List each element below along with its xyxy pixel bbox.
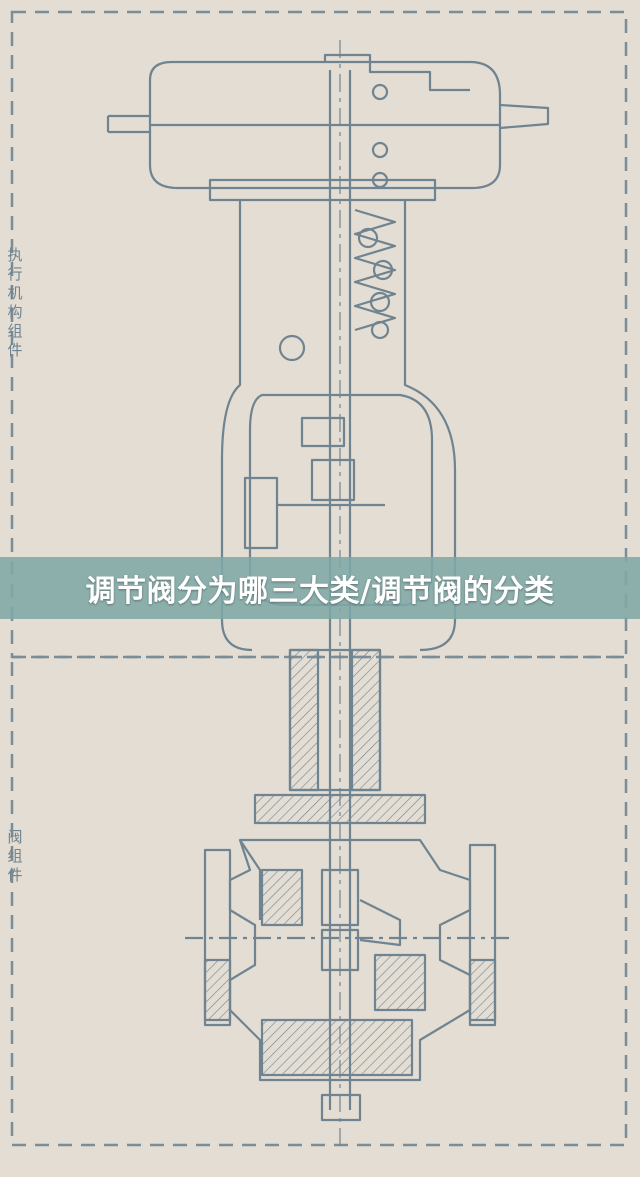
yoke-plate xyxy=(208,178,437,202)
yoke-right xyxy=(403,200,457,652)
valve-assembly-label: 阀 组 件 xyxy=(7,828,23,884)
bottom-nut xyxy=(320,1093,362,1122)
yoke-left xyxy=(220,200,253,652)
stem-connector xyxy=(310,458,356,502)
stem-connector xyxy=(300,416,346,448)
body-hatch xyxy=(260,868,304,927)
bolt-icon xyxy=(369,291,391,313)
bolt-icon xyxy=(372,259,394,281)
flange-hatch xyxy=(203,958,232,1022)
right-flange xyxy=(468,843,497,1027)
bolt-icon xyxy=(357,227,379,249)
bolt-icon xyxy=(278,334,306,362)
seat-ring xyxy=(359,899,402,947)
bolt-icon xyxy=(371,171,389,189)
bonnet-hatch xyxy=(350,648,382,792)
upper-housing xyxy=(323,53,470,92)
bolt-icon xyxy=(371,83,389,101)
title-banner: 调节阀分为哪三大类/调节阀的分类 xyxy=(0,557,640,619)
bolt-icon xyxy=(371,141,389,159)
body-cavity xyxy=(239,839,262,920)
actuator-assembly-label: 执 行 机 构 组 件 xyxy=(7,246,23,359)
air-inlet-right xyxy=(499,103,550,130)
bonnet-hatch xyxy=(288,648,320,792)
title-text: 调节阀分为哪三大类/调节阀的分类 xyxy=(85,574,555,609)
flange-hatch xyxy=(468,958,497,1022)
diaphragm-casing xyxy=(148,60,502,190)
body-hatch xyxy=(260,1018,414,1077)
air-inlet-left xyxy=(106,114,150,134)
bolt-icon xyxy=(370,320,390,340)
stroke-indicator xyxy=(243,476,279,550)
body-hatch xyxy=(373,953,427,1012)
